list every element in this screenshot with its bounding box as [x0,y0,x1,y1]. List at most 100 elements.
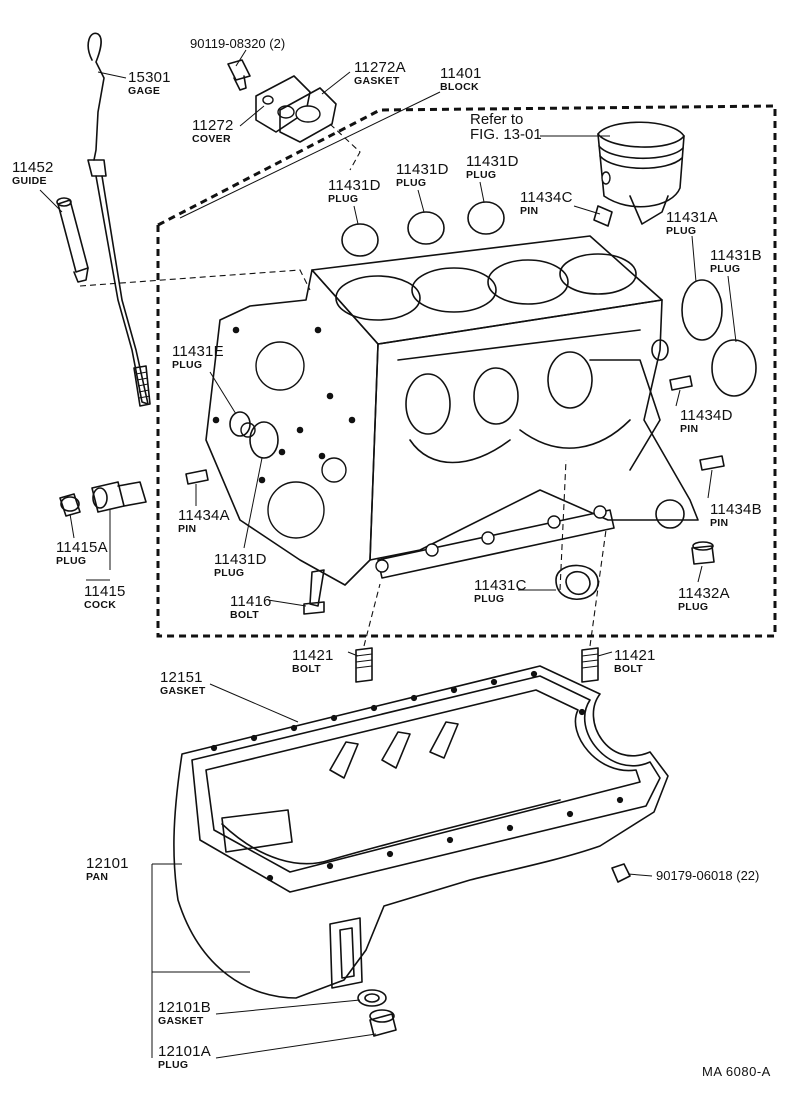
label-plug-11431d-d: 11431D PLUG [214,552,267,579]
label-refer-fig: Refer to FIG. 13-01 [470,112,542,142]
label-plug-11415a: 11415A PLUG [56,540,108,567]
block-small-parts [185,375,725,615]
part-name: PIN [710,517,729,529]
part-number: 11431A [666,209,718,226]
piston-assembly [593,121,685,227]
block-assembly-boundary [156,104,777,638]
part-number: 11434D [680,407,733,424]
label-gasket-12151: 12151 GASKET [160,670,206,697]
part-name: BOLT [230,609,259,621]
label-plug-12101a: 12101A PLUG [158,1044,211,1071]
label-plug-11432a: 11432A PLUG [678,586,730,613]
label-block-11401: 11401 BLOCK [440,66,482,93]
label-cover-11272: 11272 COVER [192,118,234,145]
label-nut-90179: 90179-06018 (22) [656,868,760,883]
part-number: 11416 [230,593,272,610]
label-bolt-11421-left: 11421 BOLT [292,648,334,675]
part-name: GASKET [354,75,400,87]
refer-line-1: Refer to [470,111,524,128]
pan-small-parts [357,863,631,1037]
figure-id: MA 6080-A [702,1064,771,1079]
label-bolt-90119: 90119-08320 (2) [190,36,286,51]
part-name: BLOCK [440,81,479,93]
part-number: 11452 [12,159,54,176]
part-name: PIN [680,423,699,435]
part-number: 12101B [158,999,211,1016]
label-pin-11434a: 11434A PIN [178,508,230,535]
oil-pan-assembly [173,665,669,999]
label-pin-11434b: 11434B PIN [710,502,762,529]
guide-leader-dashed [79,269,311,291]
label-guide-11452: 11452 GUIDE [12,160,54,187]
part-name: PLUG [666,225,697,237]
label-bolt-11421-right: 11421 BOLT [614,648,656,675]
label-gasket-12101b: 12101B GASKET [158,1000,211,1027]
part-name: GASKET [160,685,206,697]
drain-cock [59,481,147,517]
part-number: 11272 [192,117,234,134]
label-plug-11431a: 11431A PLUG [666,210,718,237]
label-pan-12101: 12101 PAN [86,856,129,883]
part-name: BOLT [614,663,643,675]
bolt-leader-left [363,583,381,647]
callout-leader-lines [39,49,737,1059]
part-name: PLUG [158,1059,189,1071]
part-number: 11431D [328,177,381,194]
part-number: 11431B [710,247,762,264]
part-name: PLUG [56,555,87,567]
cylinder-block [205,235,699,586]
dipstick-guide [56,197,89,283]
label-pin-11434c: 11434C PIN [520,190,573,217]
part-name: PLUG [396,177,427,189]
part-name: PAN [86,871,109,883]
label-plug-11431e: 11431E PLUG [172,344,224,371]
part-number: 11431D [396,161,449,178]
label-bolt-11416: 11416 BOLT [230,594,272,621]
part-name: GASKET [158,1015,204,1027]
part-number: 11421 [292,647,334,664]
part-name: PLUG [710,263,741,275]
part-name: GUIDE [12,175,47,187]
part-name: PLUG [214,567,245,579]
part-number: 11415A [56,539,108,556]
part-number: 11415 [84,583,126,600]
part-number: 11434C [520,189,573,206]
label-cock-11415: 11415 COCK [84,584,126,611]
part-name: PIN [178,523,197,535]
part-number: 11431E [172,343,224,360]
part-number: 15301 [128,69,171,86]
bolt-leader-right [589,529,607,647]
part-number: 11434B [710,501,762,518]
part-number: 11431C [474,577,527,594]
label-gasket-11272a: 11272A GASKET [354,60,406,87]
refer-line-2: FIG. 13-01 [470,126,542,143]
part-number: 11401 [440,65,482,82]
part-number: 11431D [214,551,267,568]
part-number: 11434A [178,507,230,524]
part-name: COVER [192,133,231,145]
part-number: 12151 [160,669,203,686]
part-name: COCK [84,599,117,611]
part-number: 11272A [354,59,406,76]
core-plugs-top [341,201,757,397]
part-name: PLUG [466,169,497,181]
part-name: PIN [520,205,539,217]
label-plug-11431b: 11431B PLUG [710,248,762,275]
label-gage-15301: 15301 GAGE [128,70,171,97]
label-pin-11434d: 11434D PIN [680,408,733,435]
label-plug-11431d-c: 11431D PLUG [466,154,519,181]
plug-leader-dashed [559,459,567,591]
part-name: BOLT [292,663,321,675]
oil-dipstick-gage [87,32,151,407]
part-number: 11431D [466,153,519,170]
part-name: PLUG [678,601,709,613]
cover-leader-dashed [329,123,361,171]
label-plug-11431d-a: 11431D PLUG [328,178,381,205]
label-plug-11431c: 11431C PLUG [474,578,527,605]
stud-bolts [355,647,599,683]
part-number: 12101A [158,1043,211,1060]
part-number: 11432A [678,585,730,602]
part-name: PLUG [474,593,505,605]
water-cover-and-gasket [227,59,337,143]
